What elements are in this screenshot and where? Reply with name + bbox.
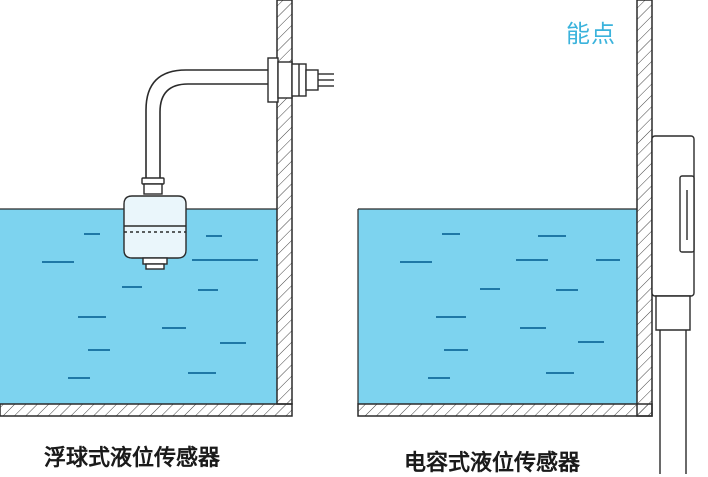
- right-water: [358, 209, 637, 404]
- right-tank-wall: [636, 0, 653, 417]
- left-tank: [0, 0, 334, 417]
- caption-float-sensor: 浮球式液位传感器: [44, 446, 221, 471]
- left-tank-wall: [276, 0, 293, 405]
- right-water-ripples: [400, 233, 620, 379]
- left-tank-floor: [0, 403, 293, 417]
- capacitive-probe-icon: [651, 135, 695, 474]
- right-tank-floor: [357, 403, 653, 417]
- left-water-ripples: [42, 233, 258, 379]
- right-tank: [357, 0, 695, 474]
- float-ball-sensor-icon: [123, 57, 334, 270]
- caption-capacitive-sensor: 电容式液位传感器: [404, 451, 581, 476]
- brand-logo-text: 能点: [566, 20, 616, 48]
